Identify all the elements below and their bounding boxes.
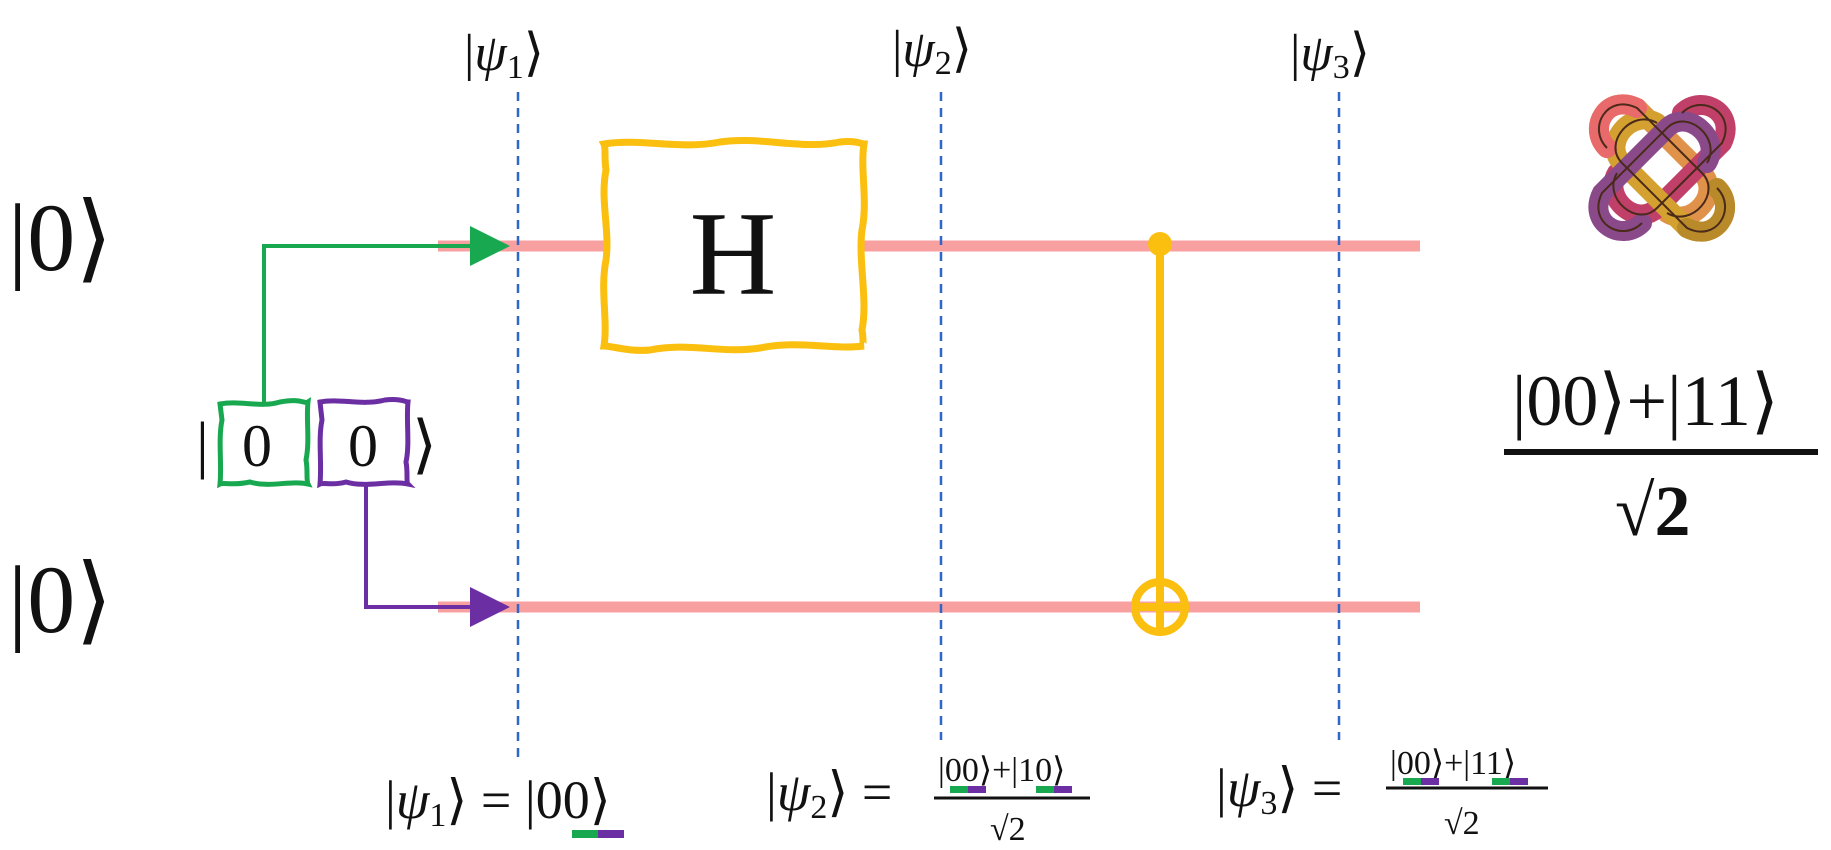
register-ket: | 0 0 ⟩ <box>196 396 437 489</box>
register-box-green <box>217 396 313 489</box>
input-ket-top: |0⟩ <box>8 184 113 291</box>
slice-1: |ψ1⟩ <box>464 25 544 758</box>
state-equation-3-lhs: |ψ3⟩ = <box>1216 758 1342 822</box>
slice-3: |ψ3⟩ <box>1290 25 1370 740</box>
purple-arrow-to-bottom-wire <box>364 484 510 627</box>
register-digit-left: 0 <box>242 413 272 479</box>
output-numerator: |00⟩+|11⟩ <box>1512 361 1779 441</box>
state-3-purple-mark-b <box>1510 778 1528 785</box>
green-arrow-to-top-wire <box>262 226 510 402</box>
state-2-purple-mark-b <box>1054 786 1072 793</box>
state-2-purple-mark-a <box>968 786 986 793</box>
state-equation-1-lhs: |ψ1⟩ = |00⟩ <box>385 770 611 834</box>
state-equation-1: |ψ1⟩ = |00⟩ <box>385 770 624 838</box>
state-equation-3: |ψ3⟩ = |00⟩+|11⟩ √2 <box>1216 745 1548 842</box>
state-3-green-mark-a <box>1403 778 1421 785</box>
hadamard-gate: H <box>598 136 869 354</box>
cnot-gate <box>1131 232 1189 636</box>
state-1-purple-mark <box>598 830 624 838</box>
output-denominator: √2 <box>1615 471 1691 551</box>
register-ket-close: ⟩ <box>412 409 437 480</box>
state-equation-2-numerator: |00⟩+|10⟩ <box>938 752 1065 789</box>
input-ket-bottom-text: |0⟩ <box>8 546 113 653</box>
state-3-purple-mark-a <box>1421 778 1439 785</box>
hadamard-label: H <box>690 187 777 320</box>
slice-label-2: |ψ2⟩ <box>892 21 972 82</box>
hadamard-box <box>598 136 869 354</box>
state-equation-2-denominator: √2 <box>990 811 1026 848</box>
state-equation-3-numerator: |00⟩+|11⟩ <box>1390 745 1516 782</box>
state-equation-2-lhs: |ψ2⟩ = <box>766 762 892 826</box>
register-digit-right: 0 <box>348 413 378 479</box>
slice-label-1: |ψ1⟩ <box>464 25 544 86</box>
slice-2: |ψ2⟩ <box>892 21 972 740</box>
register-box-purple <box>317 396 416 489</box>
state-2-green-mark-a <box>950 786 968 793</box>
input-ket-top-text: |0⟩ <box>8 184 113 291</box>
state-equation-2: |ψ2⟩ = |00⟩+|10⟩ √2 <box>766 752 1090 848</box>
state-3-green-mark-b <box>1492 778 1510 785</box>
entanglement-knot-icon <box>1588 94 1736 242</box>
cnot-control-dot <box>1148 232 1172 256</box>
input-ket-bottom: |0⟩ <box>8 546 113 653</box>
slice-label-3: |ψ3⟩ <box>1290 25 1370 86</box>
output-bell-state: |00⟩+|11⟩ √2 <box>1504 361 1818 551</box>
state-1-green-mark <box>572 830 598 838</box>
state-2-green-mark-b <box>1036 786 1054 793</box>
register-ket-open: | <box>196 409 209 480</box>
state-equation-3-denominator: √2 <box>1444 805 1480 842</box>
